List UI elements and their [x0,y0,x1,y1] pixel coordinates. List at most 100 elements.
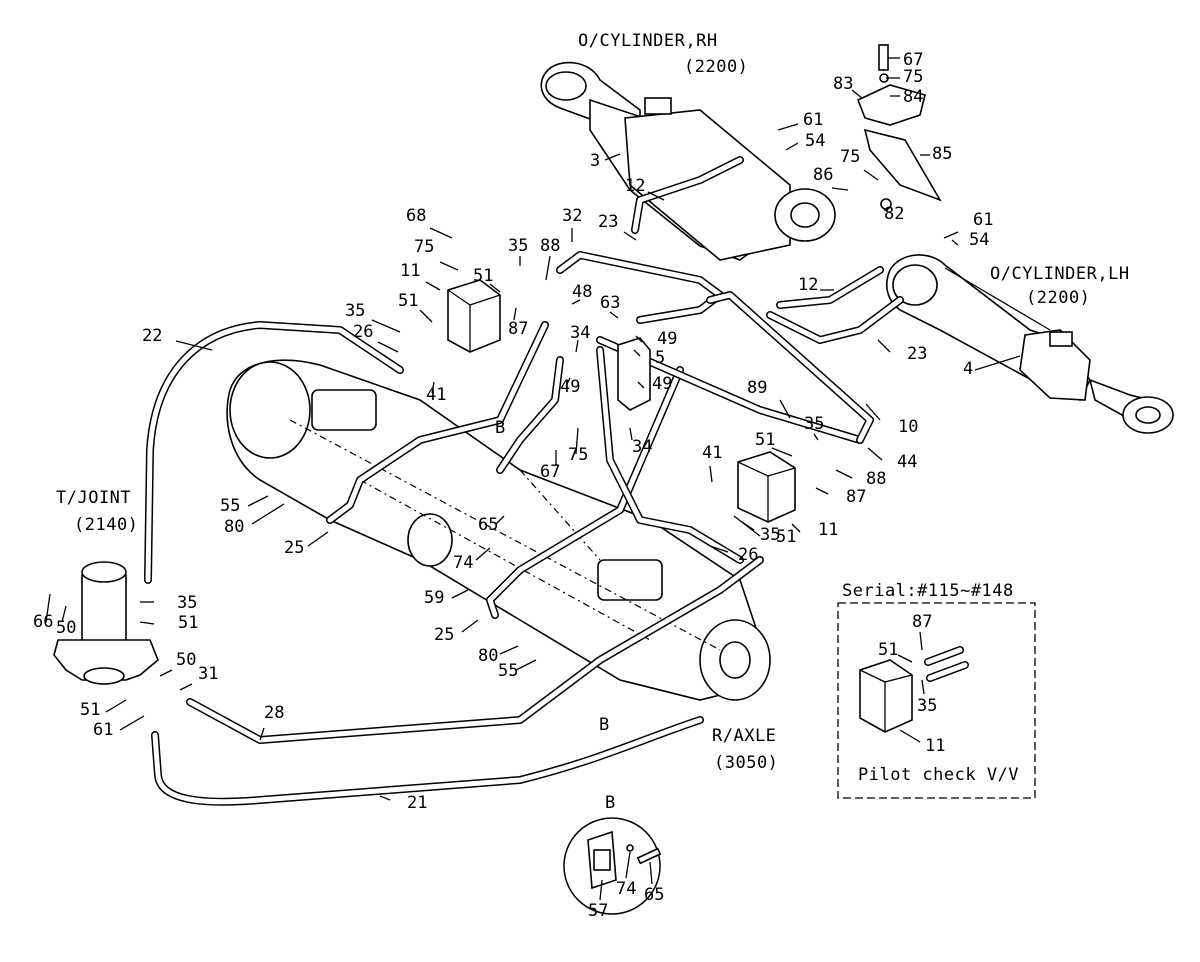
part-number-label: 55 [498,661,518,681]
part-number: 11 [925,736,945,756]
part-number-label: 49 [652,374,672,394]
callout-leader [159,669,173,677]
callout-leader [247,495,269,507]
part-number-label: 31 [198,664,218,684]
callout-leader [439,261,459,271]
part-number-label: 12 [625,176,645,196]
part-number-label: 35 [177,593,197,613]
raxle-name: R/AXLE [712,726,776,746]
hydraulic-hoses [144,156,904,806]
callout-leader [575,339,579,353]
pilot-check-valve-lower [737,451,796,523]
part-number-label: 51 [473,266,493,286]
callout-leader [779,399,791,419]
callout-leader [371,319,401,333]
part-number-label: 61 [803,110,823,130]
part-number-label: 86 [813,165,833,185]
part-number-label: 65 [478,515,498,535]
part-number-label: 28 [264,703,284,723]
part-number-label: 12 [798,275,818,295]
part-number-label: 54 [969,230,989,250]
callout-leader [851,89,863,99]
part-number-label: 66 [33,612,53,632]
part-number-label: 88 [866,469,886,489]
tjoint-code: (2140) [74,515,138,535]
part-number-label: 55 [220,496,240,516]
part-number-label: 75 [414,237,434,257]
callout-leader [489,283,501,293]
callout-leader [815,487,829,495]
part-number-label: 32 [562,206,582,226]
part-number-label: 41 [426,385,446,405]
callout-leader [785,142,799,151]
callout-leader [771,447,793,457]
part-number-label: 67 [540,462,560,482]
part-number-label: 10 [898,417,918,437]
cylinder-lh-code: (2200) [1026,288,1090,308]
part-number-label: 51 [178,613,198,633]
part-number-label: 51 [776,527,796,547]
part-number-label: 49 [657,329,677,349]
part-number-label: 11 [400,261,420,281]
inset-title: Serial:#115~#148 [842,581,1014,601]
part-number-label: 51 [80,700,100,720]
callout-leader [865,403,881,421]
part-number-label: 75 [568,445,588,465]
part-number-label: 25 [284,538,304,558]
callout-leader [475,547,491,561]
part-number-label: 11 [818,520,838,540]
part-number-label: 51 [755,430,775,450]
callout-leader [461,619,479,633]
part-number-label: 50 [56,618,76,638]
cylinder-rh-code: (2200) [684,57,748,77]
part-number: 51 [878,640,898,660]
part-number: 35 [917,696,937,716]
part-number: 74 [616,879,636,899]
part-number-label: 35 [760,525,780,545]
callout-leader [179,683,193,691]
part-number-label: 26 [738,545,758,565]
callout-leader [633,349,641,357]
callout-leader [175,340,213,351]
callout-leader [565,377,571,387]
inset-part-labels: 87 51 35 11 [878,612,945,756]
cylinder-lh-name: O/CYLINDER,LH [990,264,1130,284]
part-number-label: 26 [353,322,373,342]
callout-leader [575,427,579,455]
part-number-label: 88 [540,236,560,256]
callout-leader [429,227,453,239]
part-number-label: 23 [598,212,618,232]
raxle-code: (3050) [714,753,778,773]
part-number-label: 3 [590,151,600,171]
part-number-label: 85 [932,144,952,164]
callout-leader [777,123,799,131]
callout-leader [259,727,265,741]
part-number-label: 84 [903,87,923,107]
callout-leader [45,593,51,623]
part-number-label: 49 [560,377,580,397]
part-number-label: 75 [903,67,923,87]
callout-leader [425,281,441,291]
callout-leader [609,311,619,319]
callout-leader [629,427,633,441]
t-joint [53,561,159,685]
part-number-label: 22 [142,326,162,346]
callout-leader [419,309,433,323]
callout-leader [139,621,155,625]
callout-leader [813,433,819,441]
part-number-label: 83 [833,74,853,94]
callout-leader [61,605,67,623]
callout-leader [513,307,517,321]
callout-leader [709,465,713,483]
part-number-label: 54 [805,131,825,151]
callout-leader [733,515,761,537]
part-number-label: 50 [176,650,196,670]
part-number-label: 35 [508,236,528,256]
callout-leader [431,381,435,394]
callout-leader [791,523,801,533]
callout-leader [307,531,329,547]
cylinder-rh-name: O/CYLINDER,RH [578,31,718,51]
view-marker-b: B [495,418,505,438]
callout-leader [877,339,891,353]
